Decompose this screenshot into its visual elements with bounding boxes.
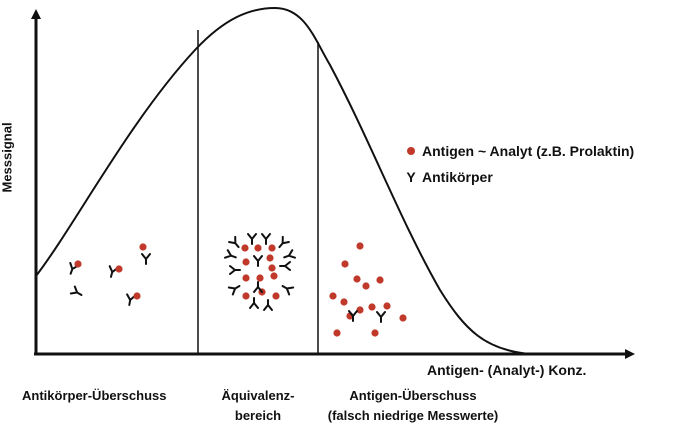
antibody-shape: [247, 233, 257, 245]
antigen-dot: [376, 276, 384, 284]
legend-item-antigen: Antigen ~ Analyt (z.B. Prolaktin): [400, 138, 634, 164]
antibody-shape: [229, 265, 241, 275]
antigen-dot: [242, 274, 250, 282]
antibody-shape: [376, 311, 386, 323]
region-label-equivalence-line1: Äquivalenz-: [221, 388, 295, 403]
antibody-shape: [227, 285, 241, 296]
antigen-dot: [268, 244, 276, 252]
legend-antibody-label: Antikörper: [422, 169, 493, 185]
antigen-dot: [268, 264, 276, 272]
antigen-dot: [329, 292, 337, 300]
antibody-shape: [278, 235, 290, 249]
antigen-dot: [266, 254, 274, 262]
antibody-shape: [223, 249, 237, 259]
molecules-group: [69, 233, 407, 337]
antigen-dot: [272, 292, 280, 300]
antibody-shape: [261, 233, 271, 245]
legend-antigen-label: Antigen ~ Analyt (z.B. Prolaktin): [422, 143, 635, 159]
antibody-shape: [281, 285, 295, 296]
antigen-dot: [356, 306, 364, 314]
antigen-dot: [371, 329, 379, 337]
antigen-dot: [270, 272, 278, 280]
antibody-shape: [253, 255, 263, 267]
region-label-antigen-excess: Antigen-Überschuss (falsch niedrige Mess…: [303, 388, 523, 424]
antigen-dot: [341, 260, 349, 268]
y-axis-label: Messsignal: [0, 122, 15, 193]
region-label-equivalence: Äquivalenz- bereich: [208, 388, 308, 424]
region-label-equivalence-line2: bereich: [234, 408, 282, 423]
antibody-icon: Y: [406, 169, 416, 185]
antibody-shape: [253, 281, 263, 293]
antigen-dot-icon: [407, 147, 415, 155]
response-curve: [35, 6, 531, 355]
antigen-dot: [115, 265, 123, 273]
antigen-dot: [242, 258, 250, 266]
antigen-dot: [241, 244, 249, 252]
antigen-dot: [383, 302, 391, 310]
region-label-antibody-excess: Antikörper-Überschuss: [22, 388, 167, 403]
antigen-dot: [74, 260, 82, 268]
antigen-dot: [399, 314, 407, 322]
antibody-shape: [141, 253, 151, 265]
region-label-antigen-excess-line2: (falsch niedrige Messwerte): [327, 408, 499, 423]
antigen-dot: [362, 282, 370, 290]
antigen-dot: [356, 242, 364, 250]
antibody-shape: [348, 310, 358, 322]
antigen-dot: [340, 298, 348, 306]
antibody-shape: [249, 297, 259, 309]
antibody-shape: [69, 285, 83, 296]
antibody-shape: [263, 299, 273, 311]
antibody-shape: [228, 235, 240, 249]
antigen-dot: [353, 275, 361, 283]
x-axis-label: Antigen- (Analyt-) Konz.: [427, 362, 587, 378]
antibody-shape: [283, 249, 297, 259]
legend: Antigen ~ Analyt (z.B. Prolaktin) Y Anti…: [400, 138, 634, 190]
region-label-antigen-excess-line1: Antigen-Überschuss: [349, 388, 477, 403]
antigen-dot: [254, 244, 262, 252]
antigen-dot: [256, 274, 264, 282]
antigen-dot: [133, 292, 141, 300]
antigen-dot: [333, 329, 341, 337]
legend-item-antibody: Y Antikörper: [400, 164, 634, 190]
antigen-dot: [242, 292, 250, 300]
antigen-dot: [139, 243, 147, 251]
antibody-shape: [279, 261, 291, 271]
antigen-dot: [368, 303, 376, 311]
